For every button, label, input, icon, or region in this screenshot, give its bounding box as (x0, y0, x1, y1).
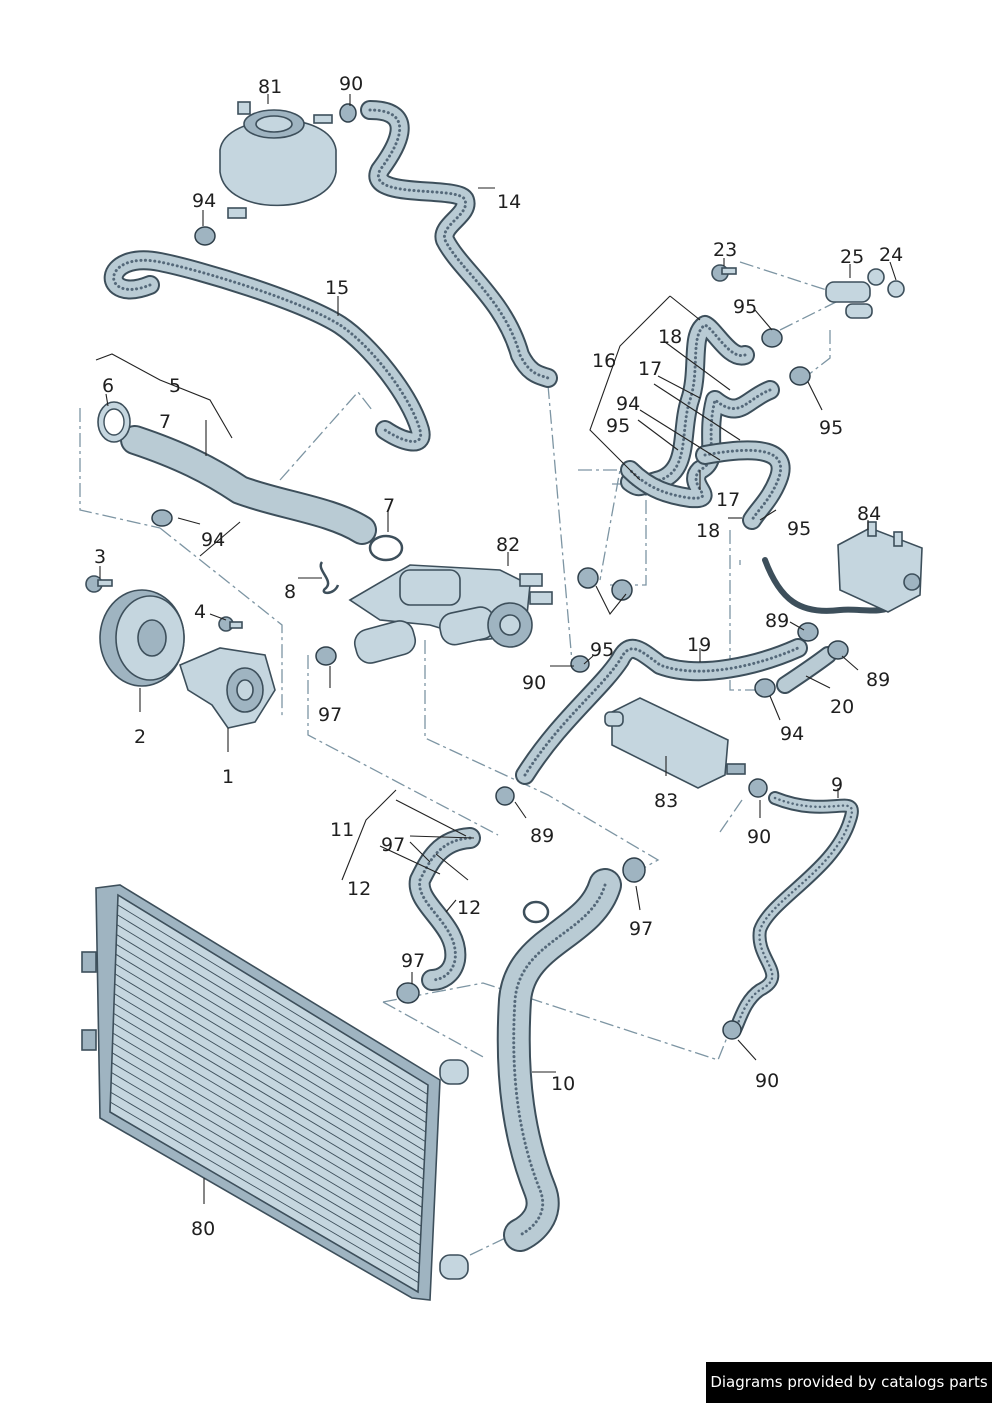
small-parts (85, 401, 404, 632)
radiator-fin (116, 924, 427, 1114)
part-labels: 81 90 94 14 15 23 25 24 95 18 16 17 94 9… (94, 73, 903, 1240)
label-90: 90 (522, 672, 546, 694)
label-25: 25 (840, 246, 864, 268)
radiator-fin (117, 894, 429, 1086)
label-1: 1 (222, 766, 234, 788)
attribution-text: Diagrams provided by catalogs parts (710, 1373, 988, 1391)
label-83: 83 (654, 790, 678, 812)
label-97: 97 (401, 950, 425, 972)
label-84: 84 (857, 503, 881, 525)
label-3: 3 (94, 546, 106, 568)
label-80: 80 (191, 1218, 215, 1240)
label-10: 10 (551, 1073, 575, 1095)
radiator-fin (111, 1072, 421, 1255)
label-17: 17 (638, 358, 662, 380)
leader-lines (95, 94, 897, 1204)
radiator-fin (111, 1062, 421, 1246)
label-16: 16 (592, 350, 616, 372)
label-12: 12 (347, 878, 371, 900)
label-95: 95 (590, 639, 614, 661)
label-6: 6 (102, 375, 114, 397)
label-18: 18 (658, 326, 682, 348)
label-89: 89 (530, 825, 554, 847)
label-23: 23 (713, 239, 737, 261)
radiator-fin (113, 1012, 423, 1199)
label-97: 97 (318, 704, 342, 726)
radiator-fin (110, 1101, 419, 1283)
label-81: 81 (258, 76, 282, 98)
radiator-fin (117, 904, 428, 1095)
radiator-fin (113, 1022, 423, 1208)
label-89: 89 (866, 669, 890, 691)
label-9: 9 (831, 774, 843, 796)
label-90: 90 (755, 1070, 779, 1092)
thermostat-housing (348, 564, 553, 664)
label-20: 20 (830, 696, 854, 718)
label-95: 95 (733, 296, 757, 318)
radiator-fin (116, 934, 427, 1124)
radiator-fin (115, 963, 426, 1152)
label-95: 95 (606, 415, 630, 437)
label-5: 5 (169, 375, 181, 397)
label-89: 89 (765, 610, 789, 632)
label-19: 19 (687, 634, 711, 656)
radiator-fin (109, 1111, 419, 1293)
coolant-reservoir-83 (604, 697, 746, 789)
label-7: 7 (159, 411, 171, 433)
connector-flange (711, 264, 905, 319)
label-90: 90 (339, 73, 363, 95)
label-82: 82 (496, 534, 520, 556)
radiator-fin (114, 983, 425, 1171)
radiator-fin (114, 973, 425, 1161)
label-95: 95 (787, 518, 811, 540)
radiator-fin (111, 1052, 421, 1236)
pulley (99, 589, 185, 687)
label-94: 94 (780, 723, 804, 745)
label-94: 94 (201, 529, 225, 551)
attribution-banner: Diagrams provided by catalogs parts (706, 1362, 992, 1403)
label-4: 4 (194, 601, 206, 623)
radiator-fin (110, 1082, 420, 1265)
heater-valve (837, 521, 923, 613)
radiator-fin (113, 1003, 424, 1189)
label-7: 7 (383, 495, 395, 517)
radiator (81, 884, 469, 1301)
label-94: 94 (192, 190, 216, 212)
label-94: 94 (616, 393, 640, 415)
label-90: 90 (747, 826, 771, 848)
label-97: 97 (629, 918, 653, 940)
label-11: 11 (330, 819, 354, 841)
radiator-fin (110, 1091, 420, 1274)
label-15: 15 (325, 277, 349, 299)
radiator-fin (115, 943, 426, 1133)
expansion-tank (219, 101, 337, 219)
label-14: 14 (497, 191, 521, 213)
label-8: 8 (284, 581, 296, 603)
water-pump (179, 647, 276, 729)
label-24: 24 (879, 244, 903, 266)
label-18: 18 (696, 520, 720, 542)
radiator-fin (115, 953, 426, 1142)
hose-clamps (151, 103, 849, 1040)
label-2: 2 (134, 726, 146, 748)
radiator-fin (112, 1042, 422, 1227)
label-95: 95 (819, 417, 843, 439)
radiator-fin (114, 993, 424, 1180)
label-17: 17 (716, 489, 740, 511)
radiator-fin (112, 1032, 422, 1218)
label-97: 97 (381, 834, 405, 856)
label-12: 12 (457, 897, 481, 919)
radiator-fin (117, 914, 428, 1105)
